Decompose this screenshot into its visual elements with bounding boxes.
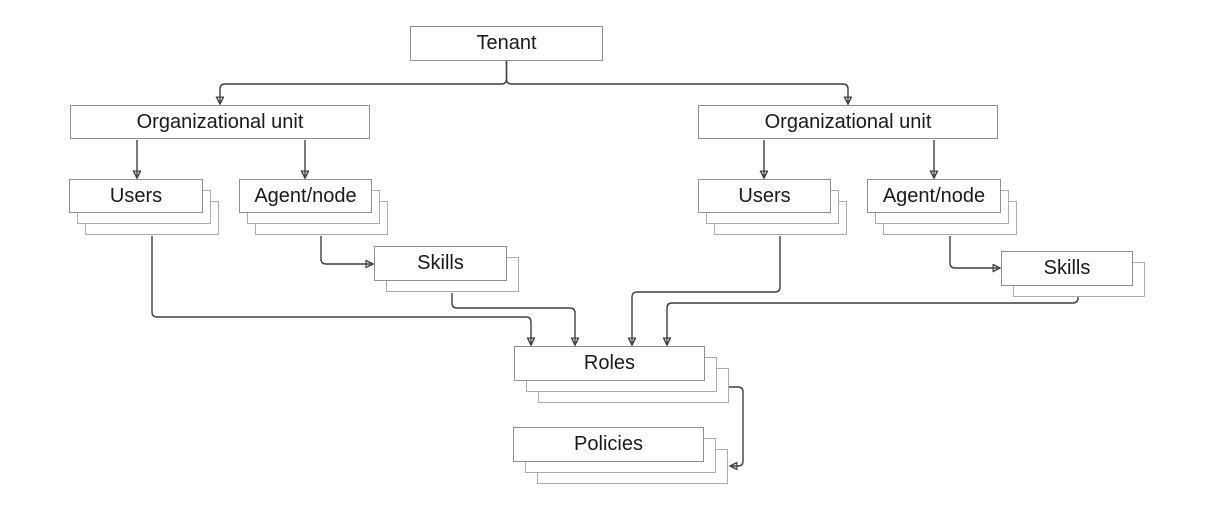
users-left-box: Users: [69, 179, 203, 213]
users-left-label: Users: [109, 184, 163, 207]
roles-node: Roles: [514, 346, 729, 403]
edge-roles-to-policies: [729, 386, 744, 466]
org-unit-right-label: Organizational unit: [764, 110, 932, 133]
tenant-node: Tenant: [410, 26, 603, 61]
users-right-label: Users: [738, 184, 791, 207]
org-unit-left-node: Organizational unit: [70, 105, 370, 139]
org-unit-left-box: Organizational unit: [70, 105, 370, 139]
roles-label: Roles: [583, 352, 636, 374]
skills-left-node: Skills: [374, 246, 519, 292]
org-unit-right-node: Organizational unit: [698, 105, 998, 139]
policies-box: Policies: [513, 427, 704, 462]
users-right-node: Users: [698, 179, 847, 235]
agent-node-left-box: Agent/node: [239, 179, 372, 213]
agent-node-right-box: Agent/node: [867, 179, 1001, 213]
skills-left-box: Skills: [374, 246, 507, 281]
skills-left-label: Skills: [417, 252, 464, 274]
edge-users-left-to-roles: [151, 236, 531, 345]
edge-users-right-to-roles: [632, 236, 781, 345]
agent-node-left-label: Agent/node: [254, 184, 357, 207]
agent-node-left-node: Agent/node: [239, 179, 388, 235]
users-left-node: Users: [69, 179, 219, 235]
edge-skills-right-to-roles: [667, 296, 1079, 345]
skills-right-label: Skills: [1043, 257, 1091, 279]
tenant-label: Tenant: [476, 32, 537, 54]
users-right-box: Users: [698, 179, 831, 213]
policies-label: Policies: [574, 433, 643, 455]
tenant-box: Tenant: [410, 26, 603, 61]
edge-agent-left-to-skills-left: [320, 236, 373, 264]
roles-box: Roles: [514, 346, 705, 381]
skills-right-node: Skills: [1001, 251, 1145, 297]
edge-skills-left-to-roles: [451, 293, 575, 345]
agent-node-right-label: Agent/node: [882, 184, 986, 207]
policies-node: Policies: [513, 427, 728, 484]
edge-tenant-to-org-right: [505, 61, 849, 104]
skills-right-box: Skills: [1001, 251, 1133, 286]
org-unit-left-label: Organizational unit: [136, 110, 304, 133]
org-unit-right-box: Organizational unit: [698, 105, 998, 139]
edge-tenant-to-org-left: [220, 61, 508, 104]
edge-agent-right-to-skills-right: [949, 236, 1000, 268]
agent-node-right-node: Agent/node: [867, 179, 1017, 235]
